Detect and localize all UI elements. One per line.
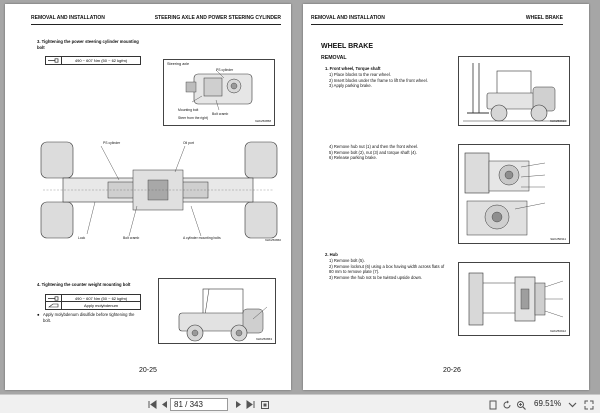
hub-drawing <box>468 272 564 326</box>
forklift-figure: 9HK250910 <box>458 56 570 126</box>
list-item: 3) Remove the hub not to be twisted upsi… <box>329 274 423 280</box>
fig1-label-ps-cylinder: PS cylinder <box>216 68 234 72</box>
viewer-toolbar: 81 / 343 69.51% <box>0 394 600 413</box>
fig1-label-mounting-bolt: Mounting bolt <box>178 108 199 112</box>
zoom-level[interactable]: 69.51% <box>534 399 562 408</box>
axle-assembly-drawing <box>40 141 278 239</box>
page-number: 20-25 <box>139 367 157 374</box>
wheel-brake-figure: 9HK250911 <box>458 144 570 244</box>
hub-figure: 9HK250912 <box>458 262 570 336</box>
step1-more-list: 4) Remove hub nut (1) and then the front… <box>329 144 449 161</box>
list-item: 2) Insert blocks under the frame to lift… <box>329 77 428 83</box>
wheel-brake-drawing <box>464 152 546 236</box>
steering-axle-figure: Steering axle PS cylinder Mounting bolt … <box>163 59 275 126</box>
fig1-label-bolt-cramb: Bolt cramb <box>212 112 229 116</box>
page-right: REMOVAL AND INSTALLATION WHEEL BRAKE WHE… <box>303 4 589 390</box>
prev-page-button[interactable] <box>158 398 171 411</box>
fit-page-icon <box>260 400 269 409</box>
prev-page-icon <box>162 401 167 408</box>
fig2-label-lock: Lock <box>78 236 86 240</box>
steering-axle-drawing <box>185 69 253 111</box>
torque-table-1: 490 ~ 607 Nm (50 ~ 62 kgfm) <box>45 56 141 65</box>
page-left: REMOVAL AND INSTALLATION STEERING AXLE A… <box>5 4 291 390</box>
list-item: 4) Remove hub nut (1) and then the front… <box>329 144 419 149</box>
step4-title: 4. Tightening the counter weight mountin… <box>37 282 131 287</box>
bullet-mark: ● <box>37 312 40 317</box>
torque-value: 490 ~ 607 Nm (50 ~ 62 kgfm) <box>74 295 128 301</box>
previous-view-button[interactable] <box>486 398 499 411</box>
fullscreen-icon <box>584 400 593 409</box>
fig2-label-bolt-cramb: Bolt cramb <box>123 236 140 240</box>
forklift-drawing <box>463 63 567 122</box>
figure-code: 9HK250911 <box>550 237 566 241</box>
next-page-button[interactable] <box>232 398 245 411</box>
step1-list: 1) Place blocks to the rear wheel. 2) In… <box>329 72 447 89</box>
header-left: REMOVAL AND INSTALLATION <box>311 15 385 21</box>
step1-title: 1. Front wheel, Torque shaft <box>325 66 381 71</box>
step2-title: 2. Hub <box>325 252 338 257</box>
header-right: WHEEL BRAKE <box>525 15 563 21</box>
list-item: 3) Apply parking brake. <box>329 83 372 89</box>
section-subtitle: REMOVAL <box>321 55 347 61</box>
figure-code: 9HK250912 <box>550 329 566 333</box>
counter-weight-drawing <box>178 288 268 342</box>
first-page-button[interactable] <box>146 398 159 411</box>
step3-title: 3. Tightening the power steering cylinde… <box>37 39 139 50</box>
figure-code: 9HK250863 <box>256 337 272 341</box>
counter-weight-figure: 9HK250863 <box>158 278 276 344</box>
zoom-dropdown-button[interactable] <box>566 398 579 411</box>
zoom-in-button[interactable] <box>514 398 527 411</box>
wrench-icon <box>46 295 62 301</box>
page-thumbnail-icon <box>489 400 496 409</box>
fig2-label-oil-port: Oil port <box>183 141 194 145</box>
figure-code: 9HK250910 <box>550 119 566 123</box>
first-page-icon <box>148 400 157 409</box>
fig2-label-cylinder-bolts: A cylinder mounting bolts <box>183 236 221 240</box>
rotate-icon <box>503 400 510 408</box>
figure-title: Steering axle <box>167 62 190 66</box>
bullet-note: ● Apply molybdenum disulfide before tigh… <box>37 312 137 323</box>
section-title: WHEEL BRAKE <box>321 43 373 50</box>
last-page-button[interactable] <box>244 398 257 411</box>
zoom-in-icon <box>516 400 526 410</box>
bullet-text: Apply molybdenum disulfide before tighte… <box>43 312 135 323</box>
fullscreen-button[interactable] <box>582 398 595 411</box>
wrench-icon <box>46 57 62 64</box>
fit-page-button[interactable] <box>258 398 271 411</box>
step2-list: 1) Remove bolt (5). 2) Remove locknut (6… <box>329 258 447 280</box>
torque-value: 490 ~ 607 Nm (50 ~ 62 kgfm) <box>74 58 128 63</box>
adhesive-value: Apply molybdenum <box>83 303 119 308</box>
figure-code: 9HK250860 <box>265 238 281 242</box>
fig2-label-ps-cylinder: PS cylinder <box>103 141 121 145</box>
axle-assembly-figure: PS cylinder Oil port Lock Bolt cramb A c… <box>33 140 283 242</box>
list-item: 1) Remove bolt (5). <box>329 258 365 263</box>
header-left: REMOVAL AND INSTALLATION <box>31 15 105 21</box>
figure-code: 9HK250858 <box>255 119 271 123</box>
chevron-down-icon <box>568 402 577 408</box>
page-number: 20-26 <box>443 367 461 374</box>
page-header: REMOVAL AND INSTALLATION STEERING AXLE A… <box>31 13 281 25</box>
torque-table-2: 490 ~ 607 Nm (50 ~ 62 kgfm) Apply molybd… <box>45 294 141 310</box>
last-page-icon <box>246 400 255 409</box>
page-number-input[interactable]: 81 / 343 <box>170 398 228 411</box>
list-item: 1) Place blocks to the rear wheel. <box>329 72 391 77</box>
document-viewport[interactable]: REMOVAL AND INSTALLATION STEERING AXLE A… <box>0 0 600 394</box>
next-page-icon <box>236 401 241 408</box>
adhesive-icon <box>46 302 62 309</box>
list-item: 5) Remove bolt (2), nut (3) and torque s… <box>329 149 417 155</box>
page-header: REMOVAL AND INSTALLATION WHEEL BRAKE <box>311 13 563 25</box>
fig1-label-steer: Steer from the right) <box>178 116 209 120</box>
rotate-button[interactable] <box>500 398 513 411</box>
list-item: 2) Remove locknut (6) using a box having… <box>329 263 445 275</box>
header-right: STEERING AXLE AND POWER STEERING CYLINDE… <box>154 15 281 21</box>
list-item: 6) Release parking brake. <box>329 155 377 161</box>
